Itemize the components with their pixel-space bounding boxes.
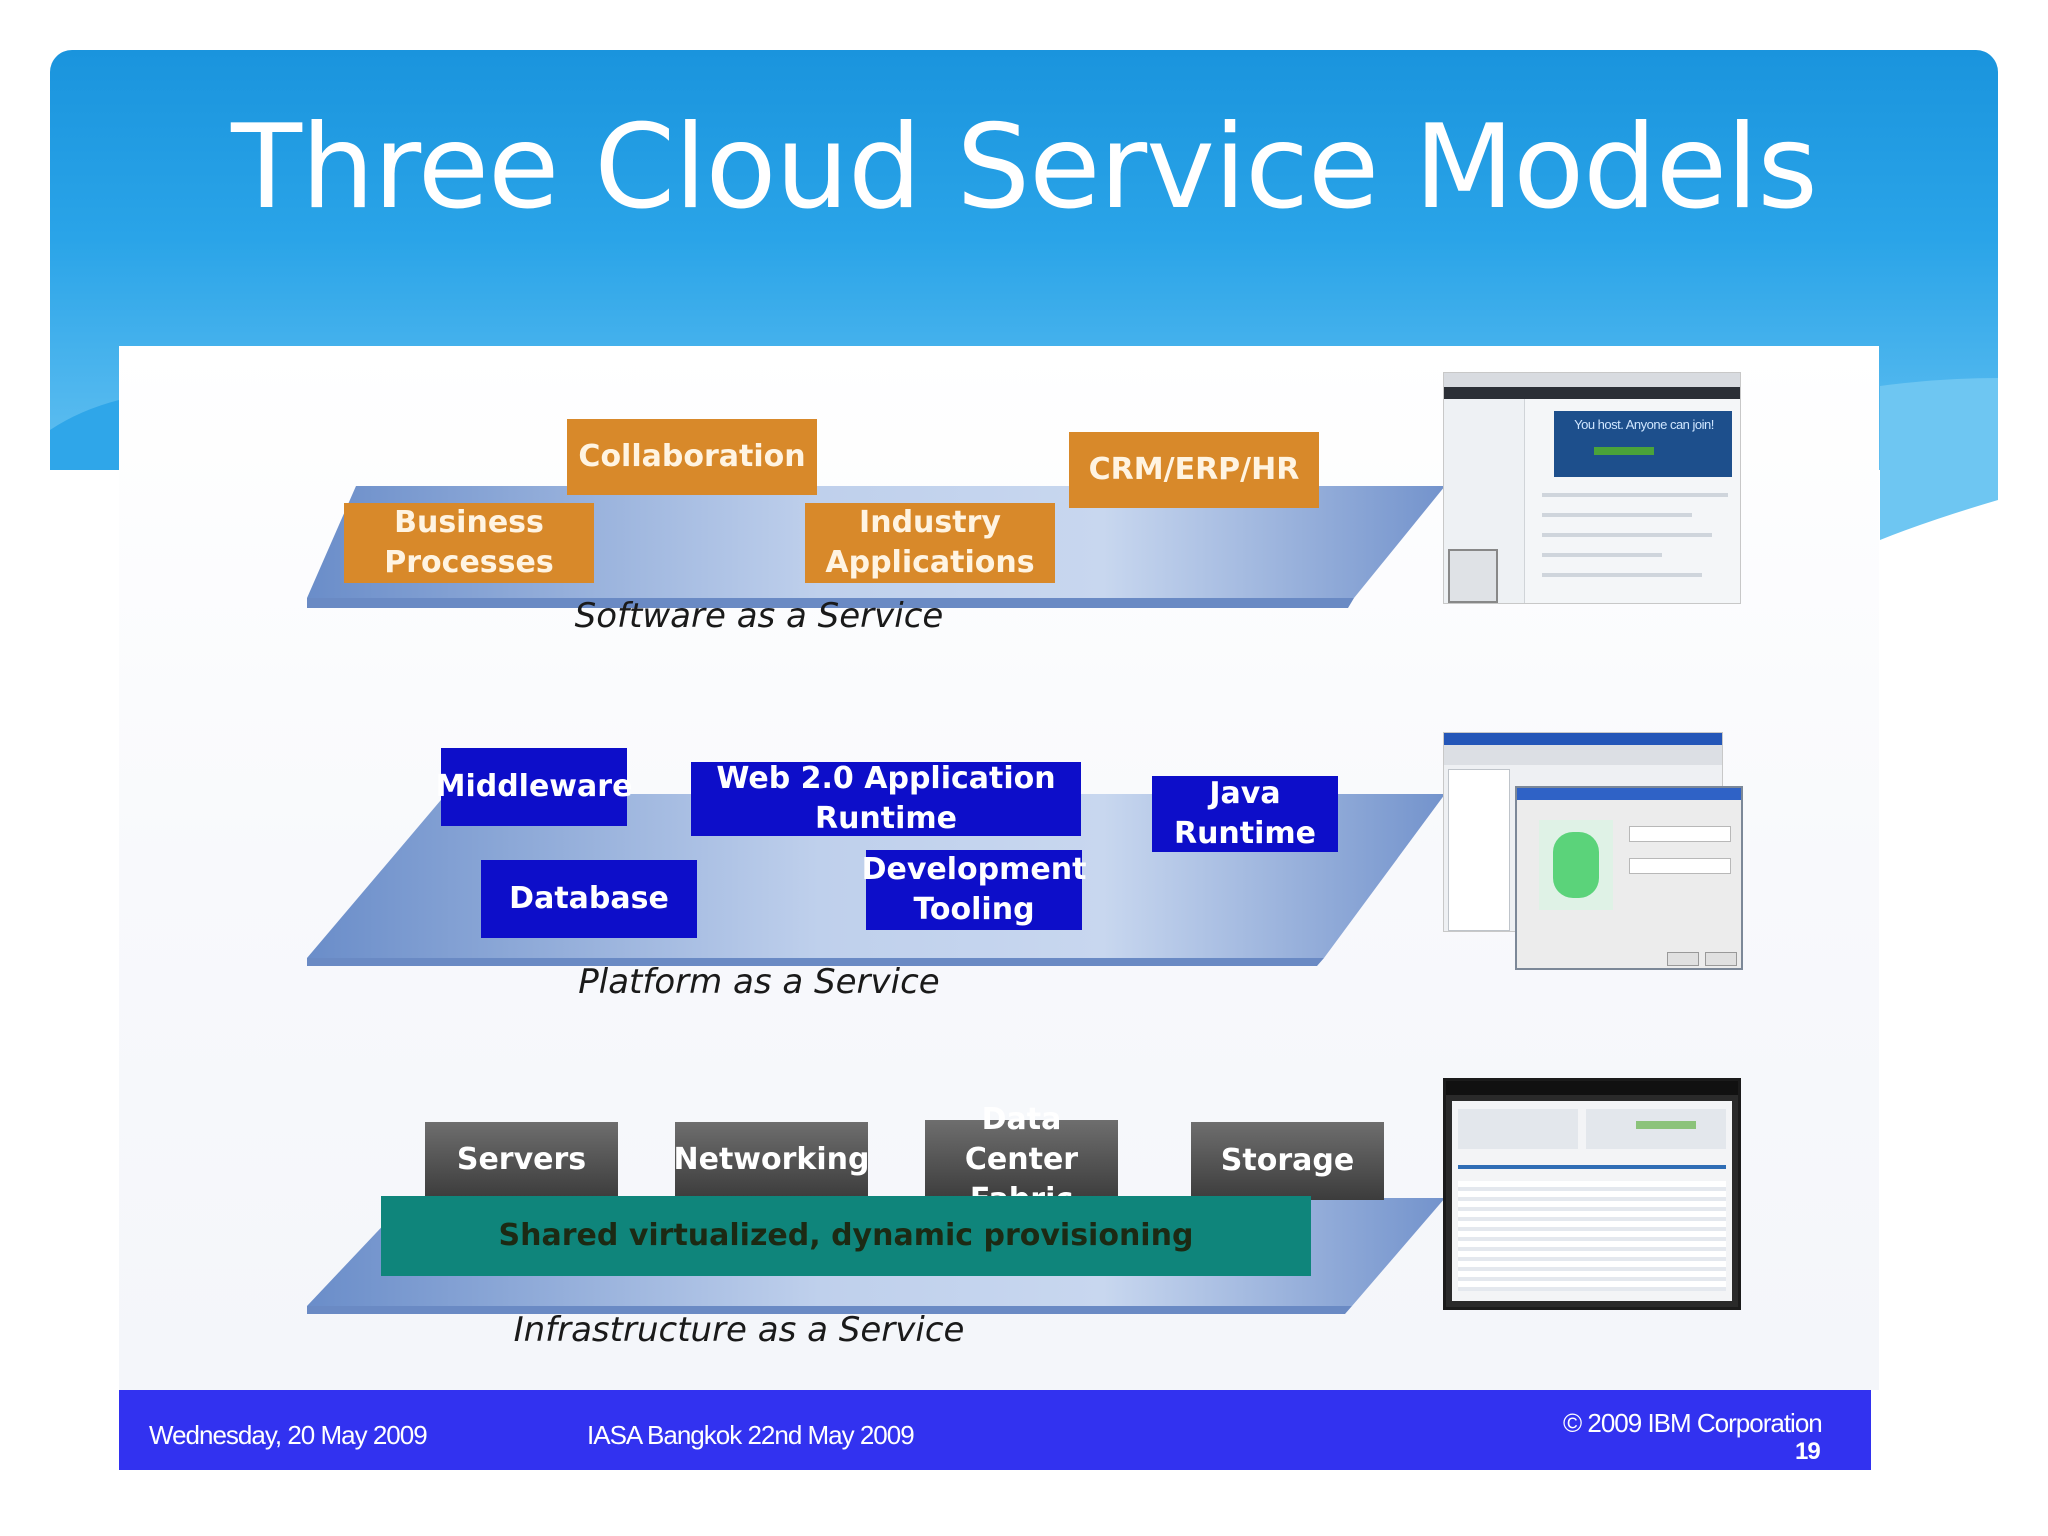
iaas-storage-box: Storage (1191, 1122, 1384, 1200)
iaas-data-center-fabric-box: Data Center Fabric (925, 1102, 1118, 1217)
paas-database-box: Database (481, 860, 697, 938)
paas-layer-label: Platform as a Service (578, 962, 940, 1002)
paas-dialog-thumbnail (1515, 786, 1743, 970)
paas-java-runtime-box: Java Runtime (1152, 776, 1338, 852)
footer-date: Wednesday, 20 May 2009 (149, 1420, 428, 1450)
paas-middleware-box: Middleware (436, 748, 632, 826)
paas-web20-runtime-box: Web 2.0 Application Runtime (691, 761, 1081, 836)
footer-event: IASA Bangkok 22nd May 2009 (587, 1420, 915, 1450)
slide-title: Three Cloud Service Models (231, 100, 1818, 235)
saas-screenshot-thumbnail: You host. Anyone can join! (1443, 372, 1741, 604)
diagram-panel: Collaboration Business Processes Industr… (119, 346, 1879, 1390)
saas-business-processes-box: Business Processes (344, 503, 594, 583)
iaas-screenshot-thumbnail (1443, 1078, 1741, 1310)
paas-development-tooling-box: Development Tooling (862, 850, 1086, 930)
saas-collaboration-box: Collaboration (567, 419, 817, 495)
footer-bar: Wednesday, 20 May 2009 IASA Bangkok 22nd… (119, 1390, 1871, 1470)
footer-page-number: 19 (1795, 1438, 1821, 1465)
iaas-networking-box: Networking (674, 1122, 870, 1198)
saas-screenshot-headline: You host. Anyone can join! (1574, 417, 1714, 432)
saas-industry-applications-box: Industry Applications (805, 503, 1055, 583)
iaas-layer-label: Infrastructure as a Service (513, 1310, 965, 1350)
saas-crm-erp-hr-box: CRM/ERP/HR (1069, 432, 1319, 508)
footer-copyright: © 2009 IBM Corporation (1563, 1408, 1823, 1438)
iaas-servers-box: Servers (425, 1122, 618, 1198)
iaas-shared-provisioning-bar: Shared virtualized, dynamic provisioning (381, 1196, 1311, 1276)
saas-layer-label: Software as a Service (574, 596, 944, 636)
